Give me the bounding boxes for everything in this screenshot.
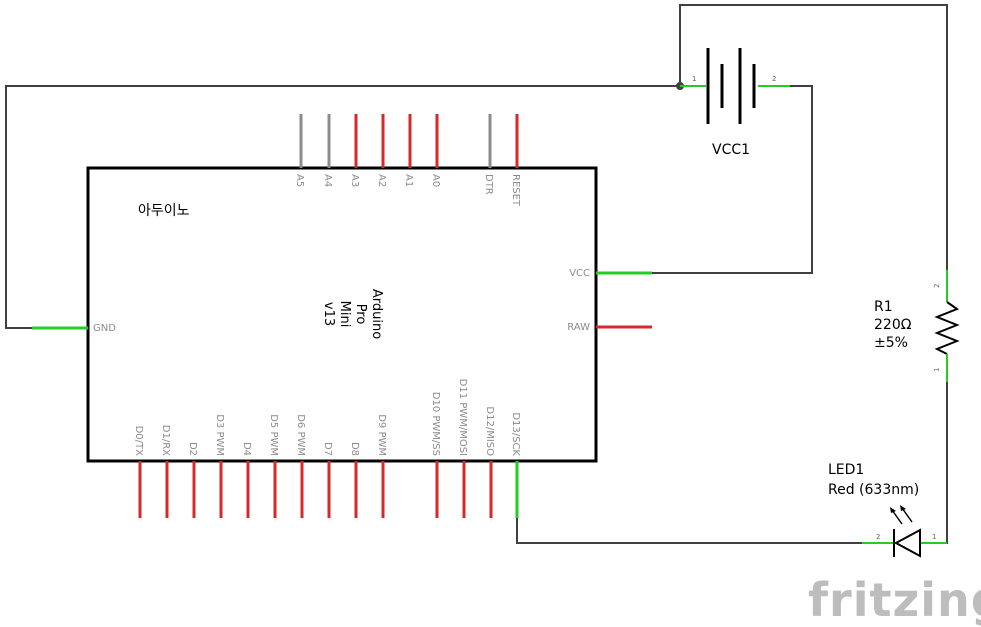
bottom-pin-labels: D0/TX D1/RX D2 D3 PWM D4 D5 PWM D6 PWM D… [133, 379, 521, 457]
wire-resistor-to-led[interactable] [935, 382, 948, 544]
wire-gnd-to-battery[interactable] [5, 85, 680, 329]
led-ray-1 [891, 509, 903, 525]
pin-label-dtr: DTR [483, 174, 494, 195]
resistor-tolerance: ±5% [874, 335, 908, 351]
arduino-board[interactable]: 아두이노 Arduino Pro Mini v13 [86, 166, 598, 463]
pin-label-vcc: VCC [569, 268, 590, 279]
led-led1[interactable]: 2 1 LED1 Red (633nm) [828, 462, 947, 558]
battery-pin2-number: 2 [772, 75, 776, 83]
pin-label-d4: D4 [241, 442, 252, 456]
battery-label: VCC1 [712, 142, 750, 158]
board-title: 아두이노 [138, 203, 190, 219]
pin-label-a2: A2 [376, 174, 387, 187]
pin-label-d12: D12/MISO [484, 406, 495, 456]
board-name-line-3: Mini [337, 301, 352, 328]
led-triangle [893, 528, 921, 558]
led-label: LED1 [828, 462, 864, 478]
led-value: Red (633nm) [828, 482, 919, 498]
board-name-line-2: Pro [353, 304, 368, 325]
resistor-label: R1 [874, 299, 893, 315]
battery-pin1-number: 1 [692, 75, 696, 83]
pin-label-d1: D1/RX [160, 425, 171, 456]
pin-label-a4: A4 [322, 174, 333, 187]
led-pin1-number: 1 [932, 533, 936, 541]
resistor-pin1-number: 1 [933, 368, 941, 372]
bottom-pins [138, 461, 519, 518]
resistor-r1[interactable]: 2 1 R1 220Ω ±5% [874, 270, 960, 382]
top-pin-labels: A5 A4 A3 A2 A1 A0 DTR RESET [294, 174, 521, 207]
wires [5, 4, 948, 544]
board-outline [86, 166, 598, 463]
board-name-line-1: Arduino [369, 289, 384, 339]
pin-label-d11: D11 PWM/MOSI [457, 379, 468, 456]
led-ray-1-head [890, 507, 896, 513]
pin-label-d6: D6 PWM [295, 414, 306, 456]
board-name-line-4: v13 [321, 302, 336, 326]
pin-label-d2: D2 [187, 442, 198, 456]
pin-label-d7: D7 [322, 442, 333, 456]
pin-label-a5: A5 [294, 174, 305, 187]
wire-battery-to-vcc[interactable] [652, 85, 813, 274]
pin-label-d13: D13/SCK [510, 412, 521, 456]
pin-label-a1: A1 [403, 174, 414, 187]
pin-label-gnd: GND [93, 323, 116, 334]
led-pin2-number: 2 [876, 533, 880, 541]
led-ray-2 [901, 507, 913, 523]
top-pins [299, 114, 519, 168]
pin-label-d5: D5 PWM [268, 414, 279, 456]
fritzing-logo: fritzing [808, 573, 981, 627]
battery-vcc1[interactable]: 1 2 VCC1 [680, 48, 790, 158]
resistor-value: 220Ω [874, 317, 912, 333]
led-ray-2-head [900, 505, 906, 511]
wire-battery-top-loop[interactable] [679, 4, 948, 270]
pin-label-d9: D9 PWM [376, 414, 387, 456]
resistor-zigzag [934, 301, 960, 355]
pin-label-a0: A0 [430, 174, 441, 187]
resistor-pin2-number: 2 [933, 284, 941, 288]
pin-label-d3: D3 PWM [214, 414, 225, 456]
wire-d13-to-led[interactable] [516, 518, 862, 544]
pin-label-d0: D0/TX [133, 426, 144, 457]
pin-label-raw: RAW [567, 322, 590, 333]
pin-label-d10: D10 PWM/SS [430, 392, 441, 456]
pin-label-d8: D8 [349, 442, 360, 456]
pin-label-reset: RESET [510, 174, 521, 207]
pin-label-a3: A3 [349, 174, 360, 187]
